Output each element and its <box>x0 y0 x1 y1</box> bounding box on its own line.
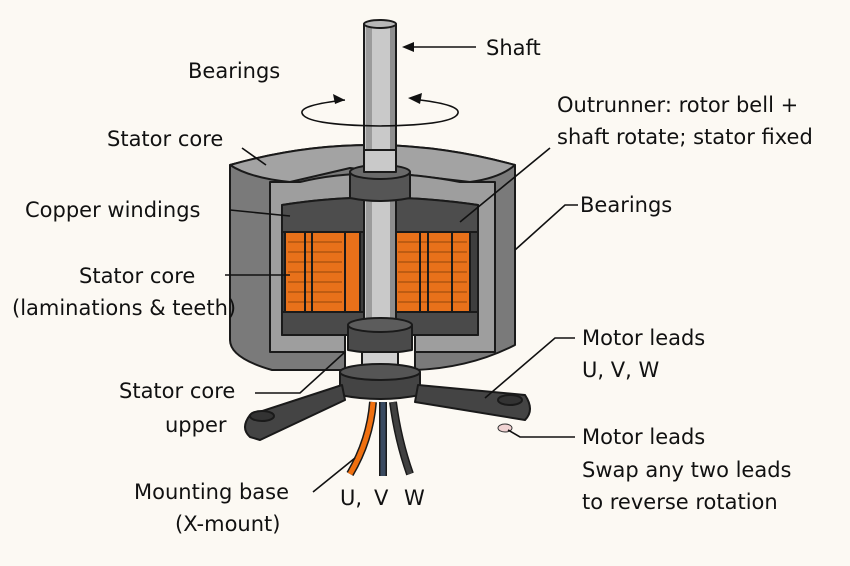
label-motor-leads-uvw-2: U, V, W <box>582 358 659 382</box>
wire-w <box>390 401 413 475</box>
bearing-lower <box>339 317 421 400</box>
label-copper-windings: Copper windings <box>25 198 200 222</box>
label-wire-v: V <box>374 486 389 510</box>
label-bearings-right: Bearings <box>580 193 672 217</box>
label-mounting-base-2: (X-mount) <box>175 512 280 536</box>
bearing-top <box>349 149 411 202</box>
label-wire-u: U, <box>340 486 362 510</box>
label-stator-upper: Stator core <box>119 379 235 403</box>
label-bearings-top: Bearings <box>188 59 280 83</box>
rotation-arrow-icon <box>301 93 459 127</box>
label-mounting-base: Mounting base <box>134 480 289 504</box>
label-outrunner-2: shaft rotate; stator fixed <box>557 125 813 149</box>
label-stator-core-lam: Stator core <box>79 264 195 288</box>
label-outrunner: Outrunner: rotor bell + <box>557 93 798 117</box>
label-motor-leads-swap: Motor leads <box>582 425 705 449</box>
shaft-arrow-icon <box>402 42 414 52</box>
label-wire-w: W <box>404 486 425 510</box>
label-motor-leads-swap-2: Swap any two leads <box>582 458 792 482</box>
lamination-lines <box>288 241 467 303</box>
label-stator-upper-2: upper <box>165 413 227 437</box>
motor-wires <box>346 401 414 477</box>
label-motor-leads-uvw: Motor leads <box>582 326 705 350</box>
label-motor-leads-swap-3: to reverse rotation <box>582 490 778 514</box>
label-stator-core-top: Stator core <box>107 127 223 151</box>
leader-lines <box>225 147 578 493</box>
label-shaft: Shaft <box>486 36 541 60</box>
wire-u <box>347 401 376 476</box>
label-stator-core-lam-2: (laminations & teeth) <box>12 296 236 320</box>
